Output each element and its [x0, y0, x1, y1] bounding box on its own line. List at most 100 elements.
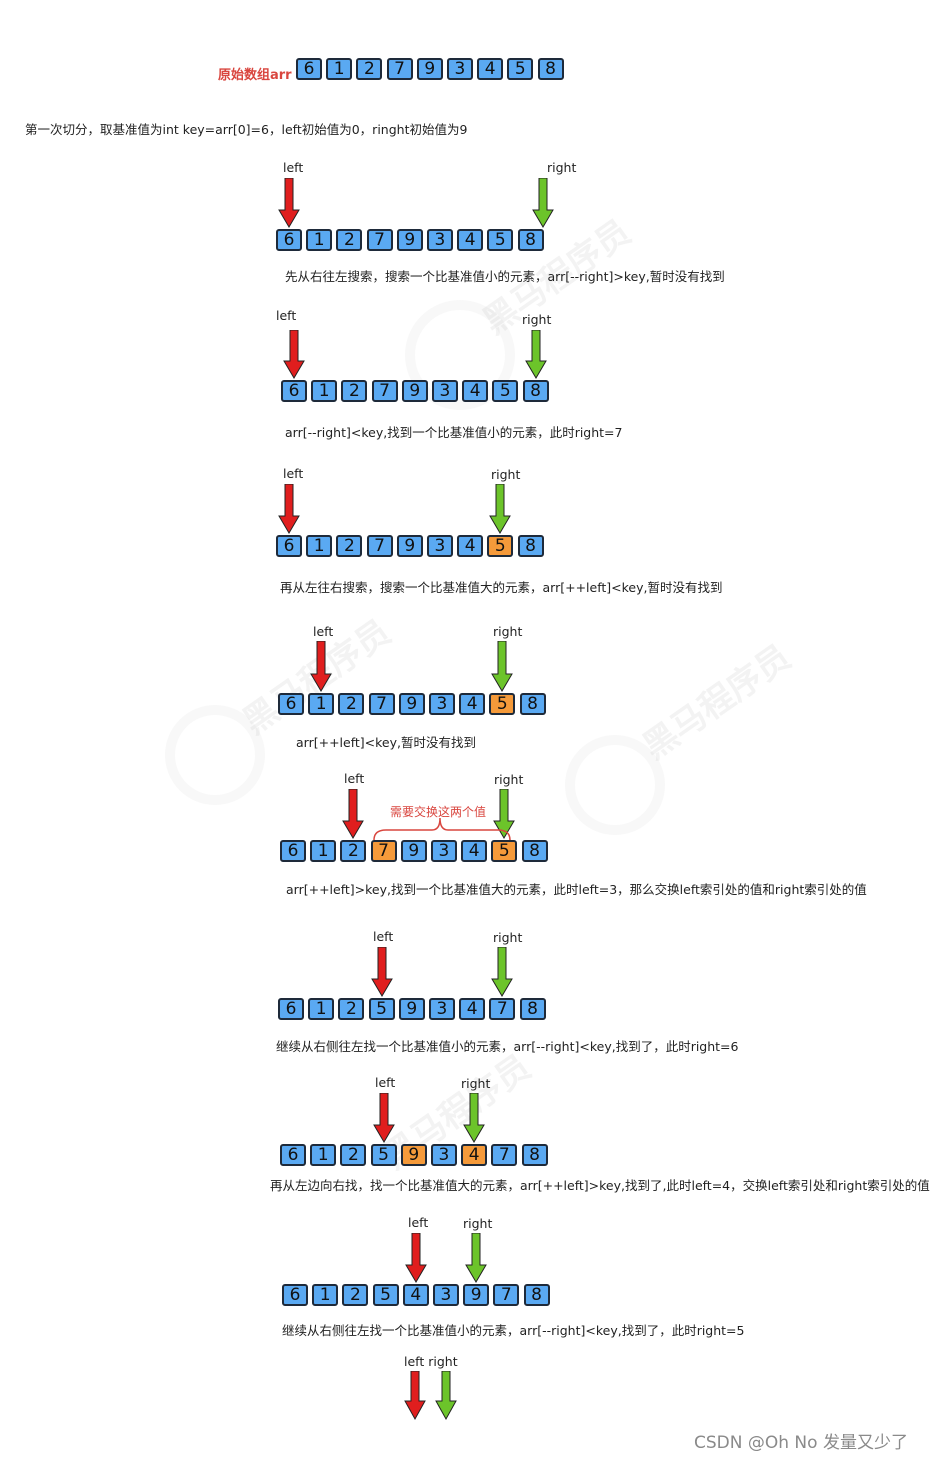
footer-credit: CSDN @Oh No 发量又少了 — [694, 1433, 908, 1453]
step-7-cell-0: 6 — [280, 1144, 306, 1166]
step-8-cell-2: 2 — [342, 1284, 369, 1306]
swap-brace — [373, 817, 511, 841]
step-7-left-label: left — [375, 1075, 396, 1090]
step-3-caption: 再从左往右搜索，搜索一个比基准值大的元素，arr[++left]<key,暂时没… — [280, 580, 723, 595]
step-2-cell-3: 7 — [371, 380, 398, 402]
step-4-cell-0: 6 — [278, 693, 304, 715]
step-8-cell-8: 8 — [523, 1284, 550, 1306]
step-7-left-arrow — [372, 1093, 395, 1143]
step-6-cell-4: 9 — [398, 998, 425, 1020]
step-1-right-label: right — [547, 160, 577, 175]
step-1-cell-1: 1 — [306, 229, 333, 251]
step-4-right-label: right — [493, 624, 523, 639]
step-8-cell-0: 6 — [282, 1284, 308, 1306]
step-3-cell-6: 4 — [457, 535, 484, 557]
step-8-cell-3: 5 — [372, 1284, 399, 1306]
step-4-cell-2: 2 — [338, 693, 365, 715]
step-5-cell-5: 3 — [430, 840, 457, 862]
step-7-cell-4: 9 — [400, 1144, 427, 1166]
original-cell-6: 4 — [477, 58, 504, 80]
step-2-cell-5: 3 — [431, 380, 458, 402]
original-array-label: 原始数组arr — [218, 68, 292, 83]
step-2-right-label: right — [522, 312, 552, 327]
step-4-cell-6: 4 — [459, 693, 486, 715]
original-cell-8: 8 — [537, 58, 564, 80]
step-5-cell-2: 2 — [340, 840, 367, 862]
step-4-cell-4: 9 — [398, 693, 425, 715]
step-5-cell-4: 9 — [400, 840, 427, 862]
step-7-cell-2: 2 — [340, 1144, 367, 1166]
step-1-caption: 先从右往左搜索，搜索一个比基准值小的元素，arr[--right]>key,暂时… — [285, 269, 725, 284]
step-8-right-label: right — [463, 1216, 493, 1231]
step-1-cell-0: 6 — [276, 229, 302, 251]
step-5-right-arrow — [493, 789, 516, 839]
step-2-left-label: left — [276, 308, 297, 323]
step-7-cell-8: 8 — [521, 1144, 548, 1166]
final-left-arrow — [404, 1371, 426, 1421]
watermark-logo-circle — [565, 735, 665, 835]
step-2-cell-8: 8 — [522, 380, 549, 402]
step-1-cell-8: 8 — [517, 229, 544, 251]
step-7-cell-1: 1 — [310, 1144, 337, 1166]
step-7-cell-6: 4 — [461, 1144, 488, 1166]
step-5-cell-1: 1 — [310, 840, 337, 862]
step-5-cell-8: 8 — [521, 840, 548, 862]
step-2-right-arrow — [524, 330, 547, 379]
step-6-cell-0: 6 — [278, 998, 304, 1020]
step-8-cell-6: 9 — [463, 1284, 490, 1306]
step-4-left-label: left — [313, 624, 334, 639]
step-3-cell-8: 8 — [517, 535, 544, 557]
watermark-text: 黑马程序员 — [635, 637, 799, 768]
step-7-right-label: right — [461, 1076, 491, 1091]
step-1-cell-5: 3 — [426, 229, 453, 251]
step-2-cell-4: 9 — [401, 380, 428, 402]
step-5-cell-3: 7 — [370, 840, 397, 862]
watermark-logo-circle — [405, 300, 515, 410]
step-8-cell-4: 4 — [402, 1284, 429, 1306]
step-6-cell-8: 8 — [519, 998, 546, 1020]
step-7-cell-7: 7 — [491, 1144, 518, 1166]
step-5-left-label: left — [344, 771, 365, 786]
step-8-caption: 继续从右侧往左找一个比基准值小的元素，arr[--right]<key,找到了，… — [282, 1323, 745, 1338]
step-4-right-arrow — [491, 641, 514, 692]
step-2-cell-2: 2 — [341, 380, 368, 402]
step-5-left-arrow — [342, 789, 365, 839]
step-3-cell-0: 6 — [276, 535, 302, 557]
original-cell-0: 6 — [296, 58, 322, 80]
step-3-cell-2: 2 — [336, 535, 363, 557]
step-2-left-arrow — [283, 330, 305, 379]
step-8-right-arrow — [465, 1233, 488, 1283]
step-7-right-arrow — [463, 1093, 486, 1143]
step-4-cell-7: 5 — [489, 693, 516, 715]
step-7-cell-5: 3 — [430, 1144, 457, 1166]
step-1-cell-2: 2 — [336, 229, 363, 251]
original-cell-7: 5 — [507, 58, 534, 80]
step-5-cell-6: 4 — [461, 840, 488, 862]
step-6-cell-3: 5 — [368, 998, 395, 1020]
step-1-right-arrow — [531, 178, 554, 228]
step-4-cell-5: 3 — [428, 693, 455, 715]
step-6-left-label: left — [373, 929, 394, 944]
step-1-cell-3: 7 — [366, 229, 393, 251]
step-4-cell-3: 7 — [368, 693, 395, 715]
step-1-cell-4: 9 — [396, 229, 423, 251]
step-2-cell-0: 6 — [281, 380, 307, 402]
step-6-cell-7: 7 — [489, 998, 516, 1020]
step-8-cell-5: 3 — [432, 1284, 459, 1306]
step-3-cell-4: 9 — [396, 535, 423, 557]
step-3-right-label: right — [491, 467, 521, 482]
step-2-caption: arr[--right]<key,找到一个比基准值小的元素，此时right=7 — [285, 425, 623, 440]
step-5-caption: arr[++left]>key,找到一个比基准值大的元素，此时left=3，那么… — [286, 882, 867, 897]
step-1-cell-7: 5 — [487, 229, 514, 251]
step-6-right-arrow — [491, 947, 514, 997]
step-2-cell-1: 1 — [311, 380, 338, 402]
watermark-logo-circle — [165, 705, 265, 805]
swap-annotation: 需要交换这两个值 — [390, 805, 487, 819]
